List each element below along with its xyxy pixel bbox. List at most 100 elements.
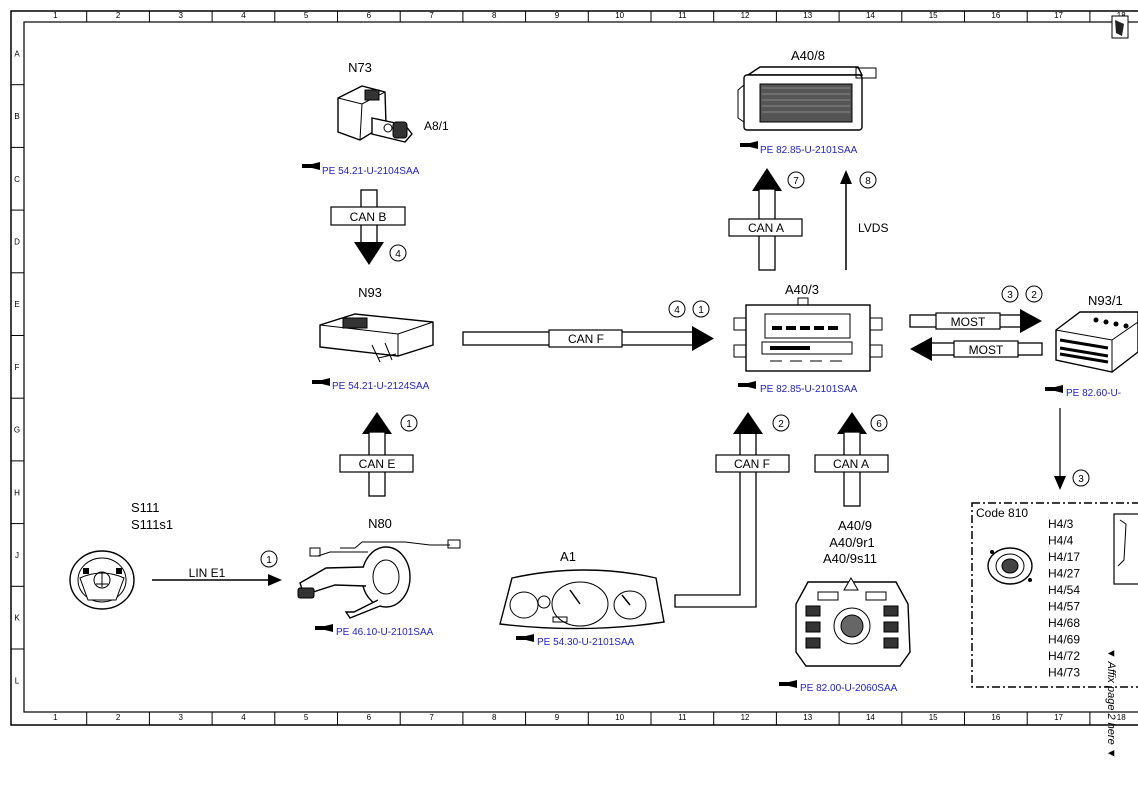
can-f-a1-label: CAN F: [734, 457, 770, 471]
s111s1-label: S111s1: [131, 517, 173, 532]
marker-most-2: 2: [1031, 290, 1037, 301]
grid-col-label: 3: [179, 11, 184, 20]
marker-cana-top: 7: [793, 176, 799, 187]
grid-col-label: 17: [1054, 713, 1063, 722]
grid-col-label: 11: [678, 713, 687, 722]
grid-row-label: G: [14, 426, 20, 435]
can-b-label: CAN B: [350, 210, 387, 224]
a40-9-ref[interactable]: PE 82.00-U-2060SAA: [800, 683, 898, 694]
frame-inner: [23, 21, 1138, 713]
grid-col-label: 14: [866, 713, 875, 722]
grid-col-label: 2: [116, 713, 121, 722]
marker-circle: [692, 300, 710, 318]
display-unit-icon: [737, 66, 877, 131]
grid-col-label: 9: [555, 11, 560, 20]
a8-1-label: A8/1: [424, 119, 449, 133]
lin-e1-label: LIN E1: [189, 566, 226, 580]
can-a-a409-arrow: [814, 412, 889, 507]
marker-lin: 1: [266, 555, 272, 566]
corner-icon: [1111, 15, 1129, 39]
a40-9r1-label: A40/9r1: [829, 535, 875, 550]
down-arrow: [1054, 408, 1066, 490]
grid-col-label: 16: [991, 11, 1000, 20]
grid-col-label: 17: [1054, 11, 1063, 20]
marker-canb: 4: [395, 249, 401, 260]
grid-col-label: 5: [304, 11, 309, 20]
marker-circle: [260, 550, 278, 568]
grid-row-label: A: [14, 49, 20, 58]
code-810-item: H4/17: [1048, 550, 1080, 564]
grid-col-label: 11: [678, 11, 687, 20]
head-unit-icon: [733, 297, 883, 372]
amplifier-icon: [1055, 311, 1138, 373]
can-e-label: CAN E: [359, 457, 396, 471]
grid-row-label: J: [15, 551, 19, 560]
marker-canf-1: 1: [698, 305, 704, 316]
a40-8-ref[interactable]: PE 82.85-U-2101SAA: [760, 145, 858, 156]
grid-col-label: 8: [492, 11, 497, 20]
grid-col-label: 13: [803, 713, 812, 722]
ref-pointer-icon: [740, 141, 758, 149]
code-810-box: [971, 502, 1138, 688]
lin-e1-arrow: [152, 574, 282, 586]
n93-ref[interactable]: PE 54.21-U-2124SAA: [332, 381, 430, 392]
can-a-a409-label: CAN A: [833, 457, 869, 471]
a40-9-label: A40/9: [838, 518, 872, 533]
a40-3-ref[interactable]: PE 82.85-U-2101SAA: [760, 384, 858, 395]
a1-ref[interactable]: PE 54.30-U-2101SAA: [537, 637, 635, 648]
code-810-item: H4/54: [1048, 583, 1080, 597]
marker-most-3: 3: [1007, 290, 1013, 301]
grid-col-label: 16: [991, 713, 1000, 722]
grid-row-label: H: [14, 488, 20, 497]
grid-col-label: 10: [615, 11, 624, 20]
can-e-arrow: [339, 412, 414, 497]
marker-canf-a1: 2: [778, 419, 784, 430]
a40-9s11-label: A40/9s11: [823, 551, 877, 566]
steering-column-module-icon: [297, 539, 461, 619]
marker-circle: [400, 414, 418, 432]
grid-col-label: 4: [241, 713, 246, 722]
speaker-icon: [987, 547, 1033, 585]
marker-cane: 1: [406, 419, 412, 430]
marker-circle: [859, 171, 877, 189]
grid-col-label: 18: [1117, 713, 1126, 722]
grid-col-label: 6: [367, 713, 372, 722]
code-810-item: H4/73: [1048, 666, 1080, 680]
can-a-top-arrow: [728, 168, 803, 271]
code-810-title: Code 810: [976, 506, 1028, 520]
grid-col-label: 6: [367, 11, 372, 20]
partial-device-icon: [1113, 513, 1138, 585]
marker-down: 3: [1078, 474, 1084, 485]
code-810-item: H4/68: [1048, 616, 1080, 630]
s111-label: S111: [131, 500, 159, 515]
can-f-main-label: CAN F: [568, 332, 604, 346]
grid-col-label: 3: [179, 713, 184, 722]
can-a-top-label: CAN A: [748, 221, 784, 235]
n93-1-ref[interactable]: PE 82.60-U-: [1066, 388, 1121, 399]
code-810-items: H4/3H4/4H4/17H4/27H4/54H4/57H4/68H4/69H4…: [1048, 517, 1080, 680]
code-810-item: H4/27: [1048, 567, 1080, 581]
marker-canf-4: 4: [674, 305, 680, 316]
n73-ref[interactable]: PE 54.21-U-2104SAA: [322, 166, 420, 177]
code-810-item: H4/4: [1048, 534, 1074, 548]
grid-col-label: 13: [803, 11, 812, 20]
n80-label: N80: [368, 516, 392, 531]
grid-row-label: F: [15, 363, 20, 372]
grid-row-label: E: [14, 300, 19, 309]
lvds-label: LVDS: [858, 221, 888, 235]
marker-circle: [870, 414, 888, 432]
grid-row-label: L: [15, 676, 20, 685]
most-in-label: MOST: [969, 343, 1004, 357]
ref-pointer-icon: [315, 624, 333, 632]
n80-ref[interactable]: PE 46.10-U-2101SAA: [336, 627, 434, 638]
code-810-item: H4/57: [1048, 600, 1080, 614]
marker-circle: [389, 244, 407, 262]
grid-col-label: 5: [304, 713, 309, 722]
grid-col-label: 15: [929, 713, 938, 722]
ref-pointer-icon: [779, 680, 797, 688]
can-b-arrow: [330, 189, 406, 265]
can-f-main-arrow: [462, 326, 714, 351]
grid-col-label: 12: [741, 713, 750, 722]
most-in-arrow: [910, 337, 1043, 361]
ref-pointer-icon: [302, 162, 320, 170]
